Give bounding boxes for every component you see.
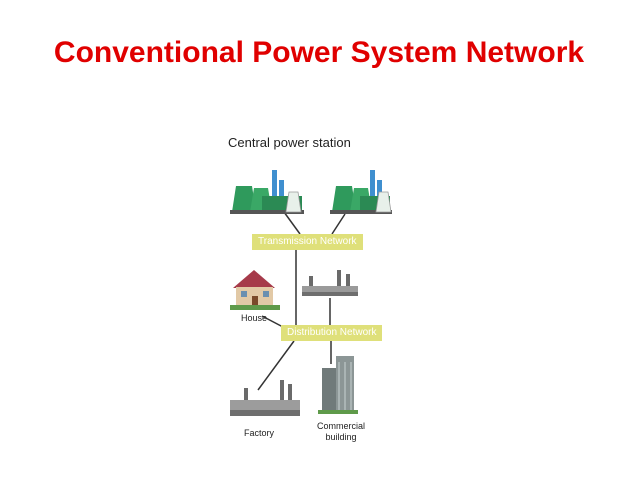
line-plant1-transmission — [283, 211, 301, 235]
slide-title: Conventional Power System Network — [53, 36, 585, 69]
line-distribution-factory — [257, 340, 295, 391]
house-icon — [230, 270, 280, 310]
factory-icon — [230, 380, 300, 416]
power-plant-icon — [230, 170, 304, 214]
industrial-building-icon — [302, 270, 358, 296]
factory-label: Factory — [244, 428, 275, 438]
power-plant-icon — [330, 170, 392, 214]
line-house-distribution — [261, 315, 284, 328]
house-label: House — [241, 313, 268, 323]
transmission-network-label: Transmission Network — [252, 234, 363, 250]
office-tower-icon — [318, 356, 358, 414]
central-power-station-label: Central power station — [228, 135, 351, 150]
distribution-network-label: Distribution Network — [281, 325, 383, 341]
line-plant2-transmission — [331, 213, 346, 235]
commercial-building-label: Commercial building — [316, 421, 365, 442]
